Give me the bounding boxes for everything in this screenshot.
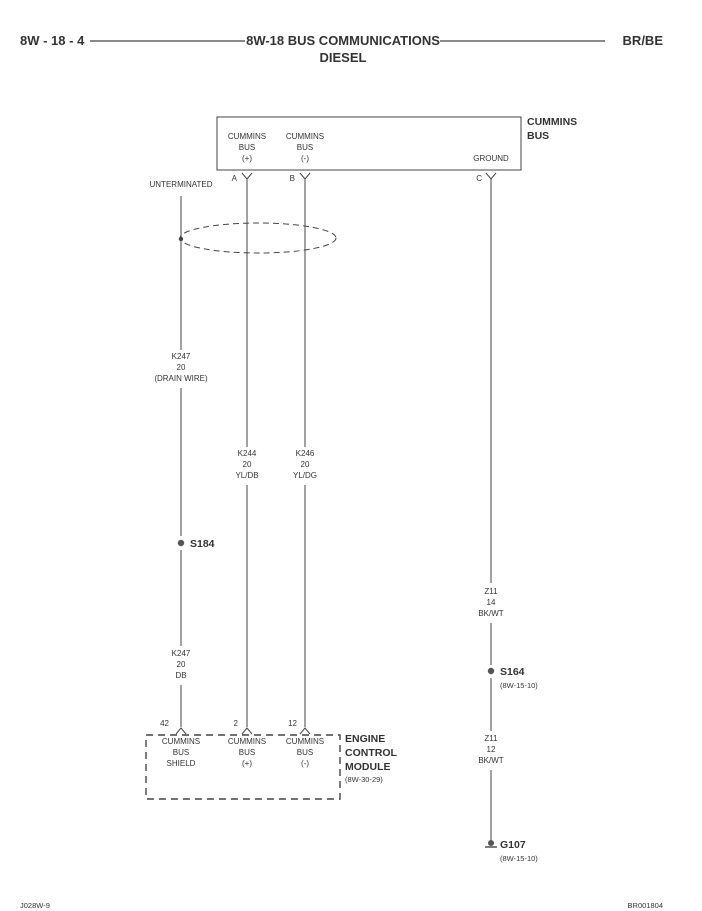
wire-k247-bottom-label-1: K247 xyxy=(172,649,191,658)
ecm-name-1: ENGINE xyxy=(345,733,385,745)
ecm-terminal-12 xyxy=(299,727,311,735)
page-subtitle: DIESEL xyxy=(320,50,367,65)
connector-terminal-b xyxy=(299,172,311,180)
unterminated-label: UNTERMINATED xyxy=(150,180,213,189)
cummins-pin-c-label: GROUND xyxy=(473,154,509,163)
cummins-pin-a-label-2: BUS xyxy=(239,143,255,152)
ecm-pin-2-label-2: BUS xyxy=(239,748,255,757)
ecm-name-2: CONTROL xyxy=(345,747,397,759)
splice-s184-label: S184 xyxy=(190,538,215,550)
wire-k247-top-label-1: K247 xyxy=(172,352,191,361)
pin-letter-c: C xyxy=(476,174,482,183)
ecm-pin-2-label-1: CUMMINS xyxy=(228,737,266,746)
footer-right-code: BR001804 xyxy=(628,901,663,910)
wire-k246-label-2: 20 xyxy=(301,460,310,469)
splice-s184-dot xyxy=(177,539,185,547)
wire-z11-bottom-label-3: BK/WT xyxy=(478,756,503,765)
splice-s164-dot xyxy=(487,667,495,675)
engine-control-module-box xyxy=(145,734,341,800)
footer-left-code: J028W-9 xyxy=(20,901,50,910)
ecm-pin-2-label-3: (+) xyxy=(242,759,252,768)
ecm-pin-42-label-3: SHIELD xyxy=(167,759,196,768)
model-code: BR/BE xyxy=(623,33,664,48)
ecm-pin-12-label-2: BUS xyxy=(297,748,313,757)
ecm-name-3: MODULE xyxy=(345,761,391,773)
shield-drain-junction xyxy=(178,236,184,242)
wire-k247-top-label-3: (DRAIN WIRE) xyxy=(154,374,208,383)
connector-terminal-a xyxy=(241,172,253,180)
ecm-pin-number-2: 2 xyxy=(234,719,239,728)
wire-z11-top-label-2: 14 xyxy=(487,598,496,607)
ecm-terminal-2 xyxy=(241,727,253,735)
cummins-bus-name-2: BUS xyxy=(527,130,549,142)
ecm-pin-42-label-2: BUS xyxy=(173,748,189,757)
wire-k247-top-label-2: 20 xyxy=(177,363,186,372)
wire-z11-bottom-label-1: Z11 xyxy=(484,734,498,743)
page-id: 8W - 18 - 4 xyxy=(20,33,85,48)
ecm-pin-number-42: 42 xyxy=(160,719,169,728)
ecm-pin-number-12: 12 xyxy=(288,719,297,728)
splice-s164-label: S164 xyxy=(500,666,525,678)
wire-k246-label-3: YL/DG xyxy=(293,471,317,480)
page-title: 8W-18 BUS COMMUNICATIONS xyxy=(246,33,440,48)
ground-g107-ref: (8W-15-10) xyxy=(500,854,538,863)
ground-g107-label: G107 xyxy=(500,839,526,851)
ecm-pin-42-label-1: CUMMINS xyxy=(162,737,200,746)
twisted-pair-shield xyxy=(179,222,337,254)
ground-g107-icon xyxy=(488,840,494,846)
wire-z11-top-label-1: Z11 xyxy=(484,587,498,596)
wire-k247-bottom-label-2: 20 xyxy=(177,660,186,669)
pin-letter-b: B xyxy=(290,174,295,183)
cummins-pin-b-label-1: CUMMINS xyxy=(286,132,324,141)
wire-k247-bottom-label-3: DB xyxy=(175,671,186,680)
wire-k246-label-1: K246 xyxy=(296,449,315,458)
cummins-bus-module xyxy=(216,116,522,171)
ecm-terminal-42 xyxy=(175,727,187,735)
splice-s164-ref: (8W-15-10) xyxy=(500,681,538,690)
ecm-ref: (8W-30-29) xyxy=(345,775,383,784)
pin-letter-a: A xyxy=(232,174,238,183)
ecm-pin-12-label-3: (-) xyxy=(301,759,309,768)
ecm-pin-12-label-1: CUMMINS xyxy=(286,737,324,746)
cummins-pin-b-label-2: BUS xyxy=(297,143,313,152)
wire-k244-label-1: K244 xyxy=(238,449,257,458)
wire-z11-bottom-label-2: 12 xyxy=(487,745,496,754)
cummins-bus-name-1: CUMMINS xyxy=(527,116,577,128)
cummins-pin-a-label-1: CUMMINS xyxy=(228,132,266,141)
wire-k244-label-2: 20 xyxy=(243,460,252,469)
cummins-pin-b-label-3: (-) xyxy=(301,154,309,163)
wire-k244-label-3: YL/DB xyxy=(235,471,258,480)
connector-terminal-c xyxy=(485,172,497,180)
wire-z11-top-label-3: BK/WT xyxy=(478,609,503,618)
cummins-pin-a-label-3: (+) xyxy=(242,154,252,163)
